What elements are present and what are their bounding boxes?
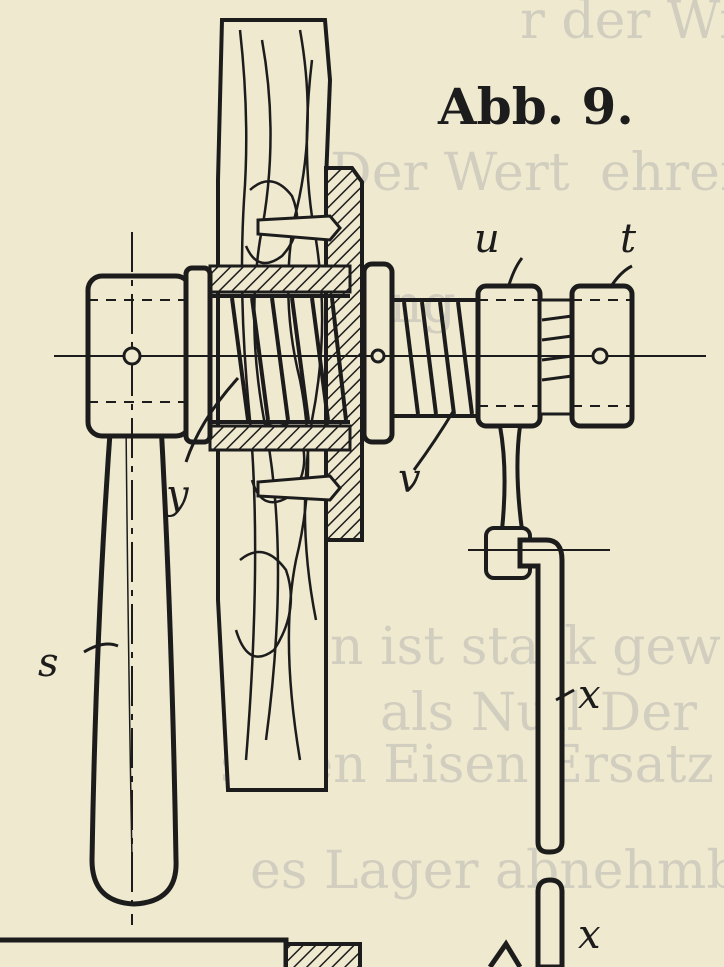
base-plate xyxy=(0,937,523,967)
rod-x xyxy=(517,537,565,967)
label-s: s xyxy=(38,640,59,686)
leader-lines xyxy=(83,257,633,702)
label-u: u xyxy=(474,216,500,262)
label-v: v xyxy=(398,456,421,502)
spring-y xyxy=(210,294,350,424)
figure-title: Abb. 9. xyxy=(437,77,634,136)
bleed-line: es Lager abnehmbar auch xyxy=(250,841,724,901)
label-y: y xyxy=(164,472,190,518)
pivot-hole xyxy=(122,346,609,366)
label-x-upper: x xyxy=(578,672,601,718)
bleed-line: r der Winkel komm xyxy=(520,0,724,51)
wood-screw xyxy=(256,214,342,502)
wooden-post xyxy=(216,18,333,792)
crank-handle xyxy=(89,402,179,907)
spring-v xyxy=(392,298,480,418)
label-t: t xyxy=(620,216,637,262)
bleed-line: Der Wert xyxy=(330,143,570,203)
bleed-line: n ist stark gew xyxy=(330,617,721,677)
label-x-lower: x xyxy=(578,912,601,958)
collar-u xyxy=(475,283,543,580)
